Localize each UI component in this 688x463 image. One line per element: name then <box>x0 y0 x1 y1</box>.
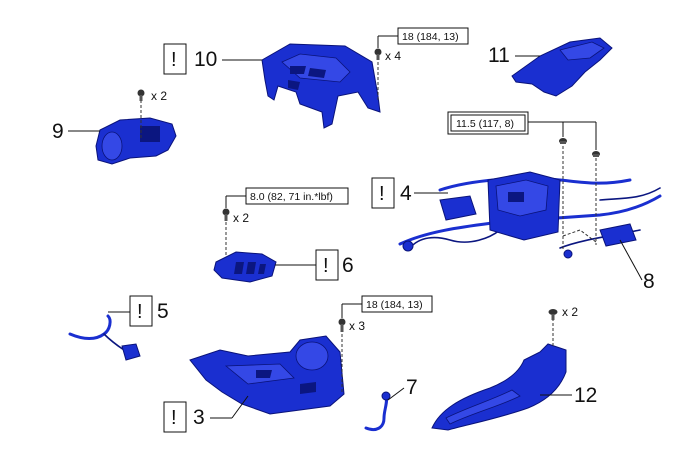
bolt-icon <box>374 48 382 60</box>
part-7 <box>364 391 391 432</box>
callout-9: 9 <box>52 120 64 143</box>
bolt-icon <box>338 318 346 332</box>
caution-box-3 <box>163 401 187 433</box>
callout-10: 10 <box>194 48 217 71</box>
bolt-icon <box>592 151 600 157</box>
torque-label-3: 18 (184, 13) <box>366 299 423 311</box>
callout-11: 11 <box>488 44 510 67</box>
callout-3: 3 <box>193 406 205 429</box>
caution-box-5 <box>129 295 153 327</box>
bolt-icon <box>222 208 230 221</box>
part-12 <box>431 318 567 431</box>
bolt-icon <box>559 138 567 144</box>
part-9 <box>95 100 177 165</box>
callout-4: 4 <box>400 182 412 205</box>
part-6 <box>213 222 277 283</box>
bolt-icon <box>548 309 558 320</box>
caution-mark-5: ! <box>137 301 143 323</box>
part-10 <box>261 43 381 129</box>
part-3 <box>189 334 345 415</box>
callout-8: 8 <box>643 270 655 293</box>
caution-mark-10: ! <box>171 49 177 71</box>
torque-label-6: 8.0 (82, 71 in.*lbf) <box>250 191 333 203</box>
torque-label-10: 18 (184, 13) <box>402 31 459 43</box>
torque-label-4: 11.5 (117, 8) <box>456 118 514 130</box>
qty-label-10: x 4 <box>385 49 401 63</box>
part-5 <box>68 314 141 361</box>
caution-mark-6: ! <box>323 255 329 277</box>
caution-box-10 <box>163 43 187 75</box>
bolt-icon <box>137 89 145 101</box>
caution-box-4 <box>371 177 395 209</box>
callout-12: 12 <box>574 384 597 407</box>
qty-label-12: x 2 <box>562 305 578 319</box>
callout-7: 7 <box>406 376 418 399</box>
qty-label-3: x 3 <box>349 319 365 333</box>
callout-6: 6 <box>342 254 354 277</box>
qty-label-9: x 2 <box>151 89 167 103</box>
qty-label-6: x 2 <box>233 211 249 225</box>
torque-box-4 <box>450 114 526 132</box>
part-11 <box>511 37 613 97</box>
part-4 <box>398 171 662 259</box>
caution-mark-3: ! <box>171 407 177 429</box>
caution-mark-4: ! <box>379 183 385 205</box>
callout-5: 5 <box>157 300 169 323</box>
